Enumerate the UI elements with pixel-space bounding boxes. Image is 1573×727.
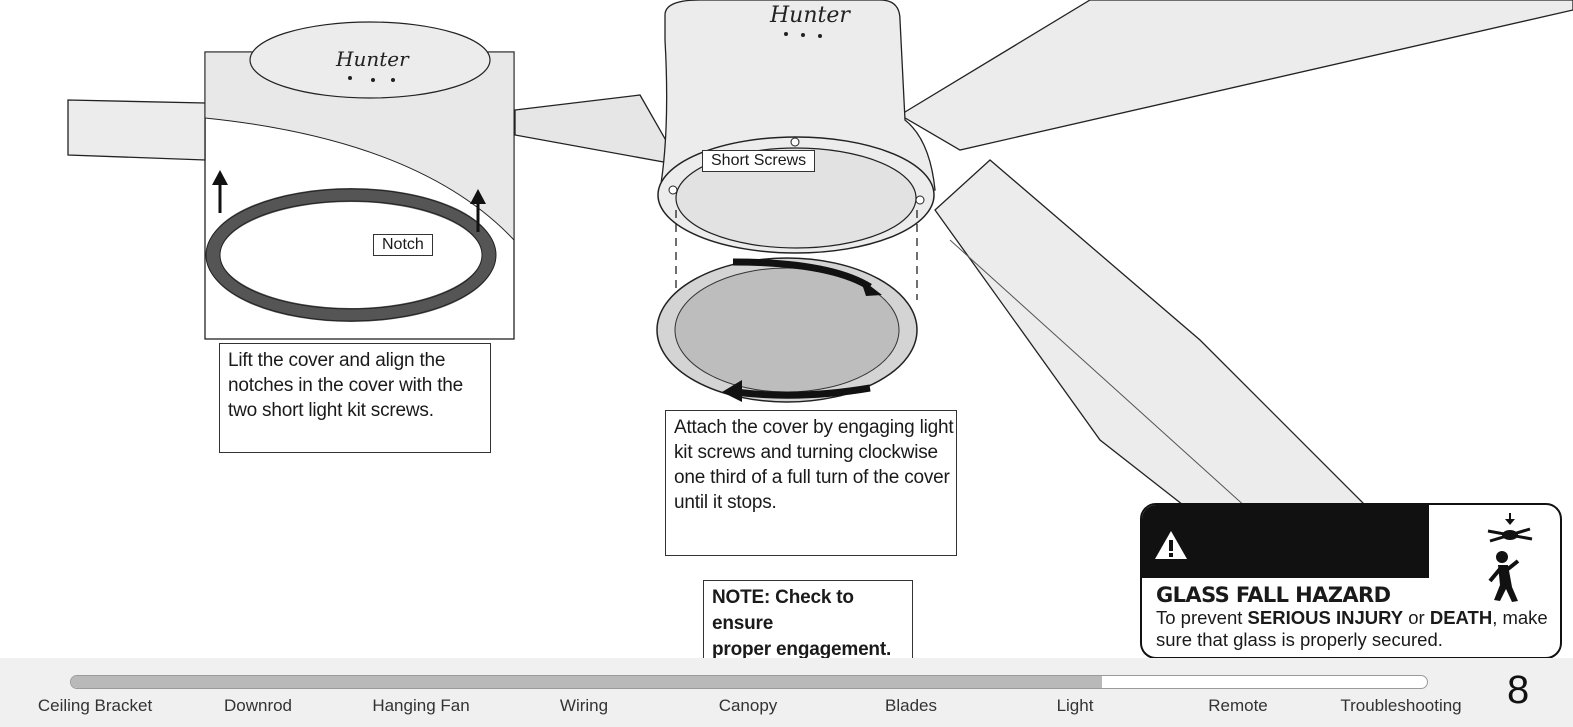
rotation-arrow-top [732,258,872,290]
short-screws-label: Short Screws [702,150,816,172]
progress-track [70,675,1428,689]
note-line-2: proper engagement. [712,639,892,660]
lift-line-2: notches in the cover with the [228,375,464,396]
nav-step-hanging-fan[interactable]: Hanging Fan [372,696,470,715]
attach-cover-callout: Attach the cover by engaging light kit s… [665,410,957,556]
attach-line-2: kit screws and turning clockwise [674,442,938,463]
progress-fill [71,676,1102,688]
motor-housing [659,0,936,191]
page-number: 8 [1507,668,1530,712]
nav-step-remote[interactable]: Remote [1208,696,1268,715]
warning-banner: WARNING [1142,505,1429,641]
logo-inset: Hunter [335,47,410,71]
nav-step-canopy[interactable]: Canopy [718,696,778,715]
logo-housing: Hunter [769,3,851,28]
warning-text-serious-injury: SERIOUS INJURY [1247,607,1404,628]
nav-step-ceiling-bracket[interactable]: Ceiling Bracket [37,696,153,715]
section-progress-bar: Ceiling Bracket Downrod Hanging Fan Wiring C… [0,658,1573,727]
warning-label: WARNING GLASS FALL HAZARD To prevent SER… [1140,503,1562,659]
rotation-arrow-bottom [734,384,871,399]
lift-line-1: Lift the cover and align the [228,350,446,371]
warning-text-death: DEATH [1429,607,1493,628]
warning-body: To prevent SERIOUS INJURY or DEATH, make… [1156,607,1551,651]
note-callout: NOTE: Check to ensure proper engagement. [703,580,913,668]
nav-step-light[interactable]: Light [1056,696,1094,715]
lift-cover-callout: Lift the cover and align the notches in … [219,343,491,453]
warning-text-part-3: , make sure that glass is properly secur… [1156,607,1548,650]
nav-step-downrod[interactable]: Downrod [223,696,293,715]
cover-ring-inset [206,188,496,322]
note-line-1: NOTE: Check to ensure [712,587,854,634]
warning-title: WARNING [1142,588,1382,641]
warning-text-part-1: To prevent [1156,607,1248,628]
attach-line-4: until it stops. [674,492,777,513]
nav-step-blades[interactable]: Blades [885,696,937,715]
nav-step-wiring[interactable]: Wiring [559,696,609,715]
notch-label: Notch [373,234,433,256]
screw-left [668,185,678,195]
nav-step-troubleshooting[interactable]: Troubleshooting [1340,696,1462,715]
blade-right-upper [898,0,1573,151]
lift-line-3: two short light kit screws. [228,400,434,421]
warning-hazard-title: GLASS FALL HAZARD [1156,583,1391,607]
attach-line-3: one third of a full turn of the cover [674,467,950,488]
screw-right [915,195,925,205]
falling-fan-person-icon [1487,513,1533,602]
blade-left [514,94,682,166]
attach-line-1: Attach the cover by engaging light [674,417,954,438]
warning-text-part-2: or [1403,607,1430,628]
warning-triangle-icon [1155,531,1187,559]
